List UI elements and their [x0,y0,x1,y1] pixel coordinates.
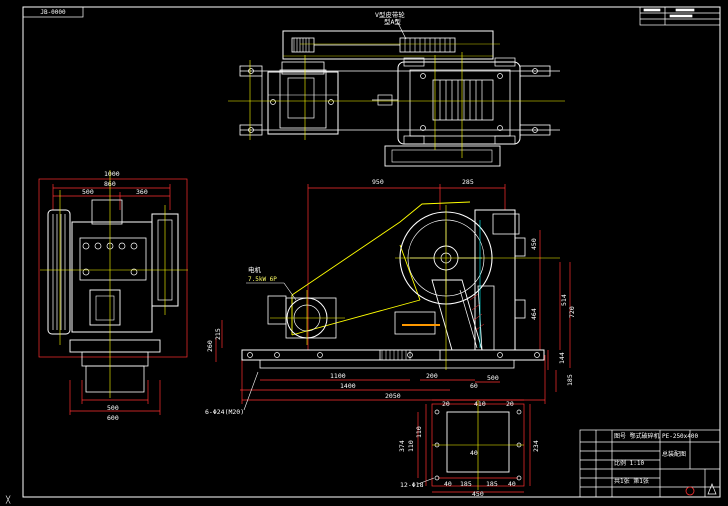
fdn-left-a: 374 [398,440,406,452]
fdn-bot-a: 40 [444,480,452,488]
foundation-view: 20 410 20 374 110 110 234 40 40 185 185 … [398,399,540,498]
title-stamp: 图号 鄂式破碎机 [614,432,660,440]
drawing-border [22,6,721,498]
fdn-left-b: 110 [407,440,415,452]
motor-spec: 7.5kW 6P [248,276,277,283]
top-right-code-box [639,6,721,26]
dim-200: 200 [426,372,438,380]
fdn-bot-total: 450 [472,490,484,498]
dim-1100: 1100 [330,372,346,380]
side-dim-left-sub: 500 [82,188,94,196]
side-dim-top: 1000 [104,170,120,178]
title-block: 图号 鄂式破碎机 PE-250x400 总装配图 比例 1:10 共1张 第1张 [579,429,721,498]
dim-185: 185 [566,374,574,386]
fdn-bot-d: 40 [508,480,516,488]
dim-950: 950 [372,178,384,186]
fdn-right-a: 234 [532,440,540,452]
dim-144: 144 [558,352,566,364]
fdn-top-c: 20 [506,400,514,408]
top-left-tag: JB-0000 [40,9,66,16]
v-belt-label: V型皮带轮 [375,10,405,19]
side-dim-bottom-2: 600 [107,414,119,422]
dim-500: 500 [487,374,499,382]
title-row3: 比例 1:10 [614,459,644,467]
dim-285: 285 [462,178,474,186]
fdn-center: 40 [470,449,478,457]
dim-215: 215 [214,328,222,340]
dim-60: 60 [470,382,478,390]
dim-2050: 2050 [385,392,401,400]
bolt-spec-2: 12-Φ18 [400,481,424,489]
fdn-left-c: 110 [415,426,423,438]
fdn-bot-b: 185 [460,480,472,488]
bolt-spec: 6-Φ24(M20) [205,408,244,416]
side-view: 1000 860 500 360 500 600 [38,170,188,422]
side-dim-right-sub: 360 [136,188,148,196]
title-row2: 总装配图 [662,450,686,458]
belt-sub-label: 型A型 [384,17,401,26]
plan-view: V型皮带轮 型A型 [228,10,565,167]
motor-label: 电机 [248,265,262,274]
dim-514: 514 [560,294,568,306]
front-view: 950 285 1100 1400 2050 200 500 60 450 51… [205,178,576,416]
dim-260: 260 [206,340,214,352]
dim-720: 720 [568,306,576,318]
title-row4: 共1张 第1张 [614,477,649,485]
company-logo-icon [685,486,695,496]
ucs-icon: ╳ [5,495,11,504]
projection-symbol-icon [707,483,717,495]
fdn-top-b: 410 [474,400,486,408]
top-left-tag-box: JB-0000 [22,6,84,18]
side-dim-bottom-1: 500 [107,404,119,412]
dim-1400: 1400 [340,382,356,390]
fdn-bot-c: 185 [486,480,498,488]
fdn-top-a: 20 [442,400,450,408]
title-row1: PE-250x400 [662,433,699,440]
dim-464: 464 [530,308,538,320]
dim-450: 450 [530,238,538,250]
